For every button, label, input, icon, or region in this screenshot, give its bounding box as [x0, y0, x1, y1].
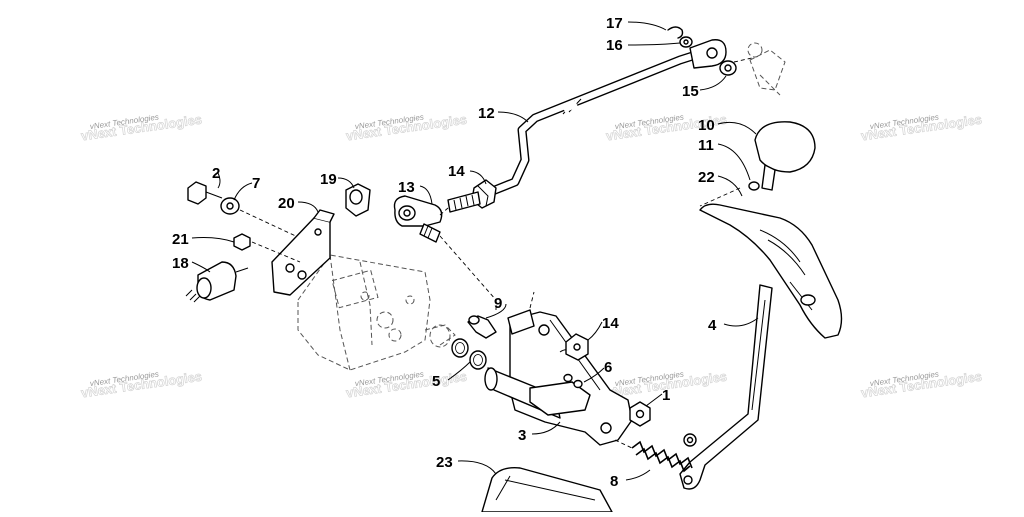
collar-phantom [429, 324, 451, 348]
lever-phantom [733, 42, 786, 96]
callout-17: 17 [606, 15, 623, 32]
callout-labels: 17 16 15 12 10 11 22 14 13 2 7 19 20 21 … [172, 15, 717, 490]
callout-9: 9 [494, 295, 502, 312]
washer-16 [679, 36, 693, 48]
washer-7 [220, 197, 240, 215]
shift-lever-4 [679, 284, 773, 490]
cover-23 [481, 467, 613, 513]
handle-22 [699, 203, 843, 339]
nut-21 [233, 233, 251, 251]
set-screw-11 [748, 181, 760, 191]
callout-8: 8 [610, 473, 618, 490]
callout-23: 23 [436, 454, 453, 471]
callout-4: 4 [708, 317, 717, 334]
spring-8 [631, 440, 693, 473]
callout-22: 22 [698, 169, 715, 186]
callout-21: 21 [172, 231, 189, 248]
callout-7: 7 [252, 175, 260, 192]
callout-14-lower: 14 [602, 315, 619, 332]
callout-3: 3 [518, 427, 526, 444]
o-rings-5 [451, 338, 487, 370]
callout-18: 18 [172, 255, 189, 272]
callout-11: 11 [698, 137, 714, 154]
rod-end-13 [393, 195, 443, 243]
knob-10 [754, 121, 816, 191]
bracket-20 [271, 209, 335, 296]
leader-lines [191, 21, 759, 481]
callout-2: 2 [212, 165, 220, 182]
nut-1 [629, 401, 651, 427]
callout-20: 20 [278, 195, 295, 212]
frame-phantom [297, 254, 456, 371]
callout-13: 13 [398, 179, 415, 196]
callout-19: 19 [320, 171, 337, 188]
callout-1: 1 [662, 387, 670, 404]
callout-6: 6 [604, 359, 612, 376]
nut-14-lower [565, 333, 589, 361]
switch-18 [185, 261, 249, 303]
bushing-19 [345, 183, 371, 217]
washer-15 [719, 60, 737, 76]
callout-12: 12 [478, 105, 495, 122]
callout-5: 5 [432, 373, 440, 390]
bolt-14-upper [447, 191, 481, 213]
clip-17 [667, 26, 684, 39]
callout-15: 15 [682, 83, 699, 100]
callout-16: 16 [606, 37, 623, 54]
pin-9 [467, 315, 497, 339]
shift-rod-12 [471, 39, 727, 209]
washers-6 [563, 373, 583, 389]
bolt-2 [187, 181, 223, 205]
callout-10: 10 [698, 117, 715, 134]
callout-14-upper: 14 [448, 163, 465, 180]
